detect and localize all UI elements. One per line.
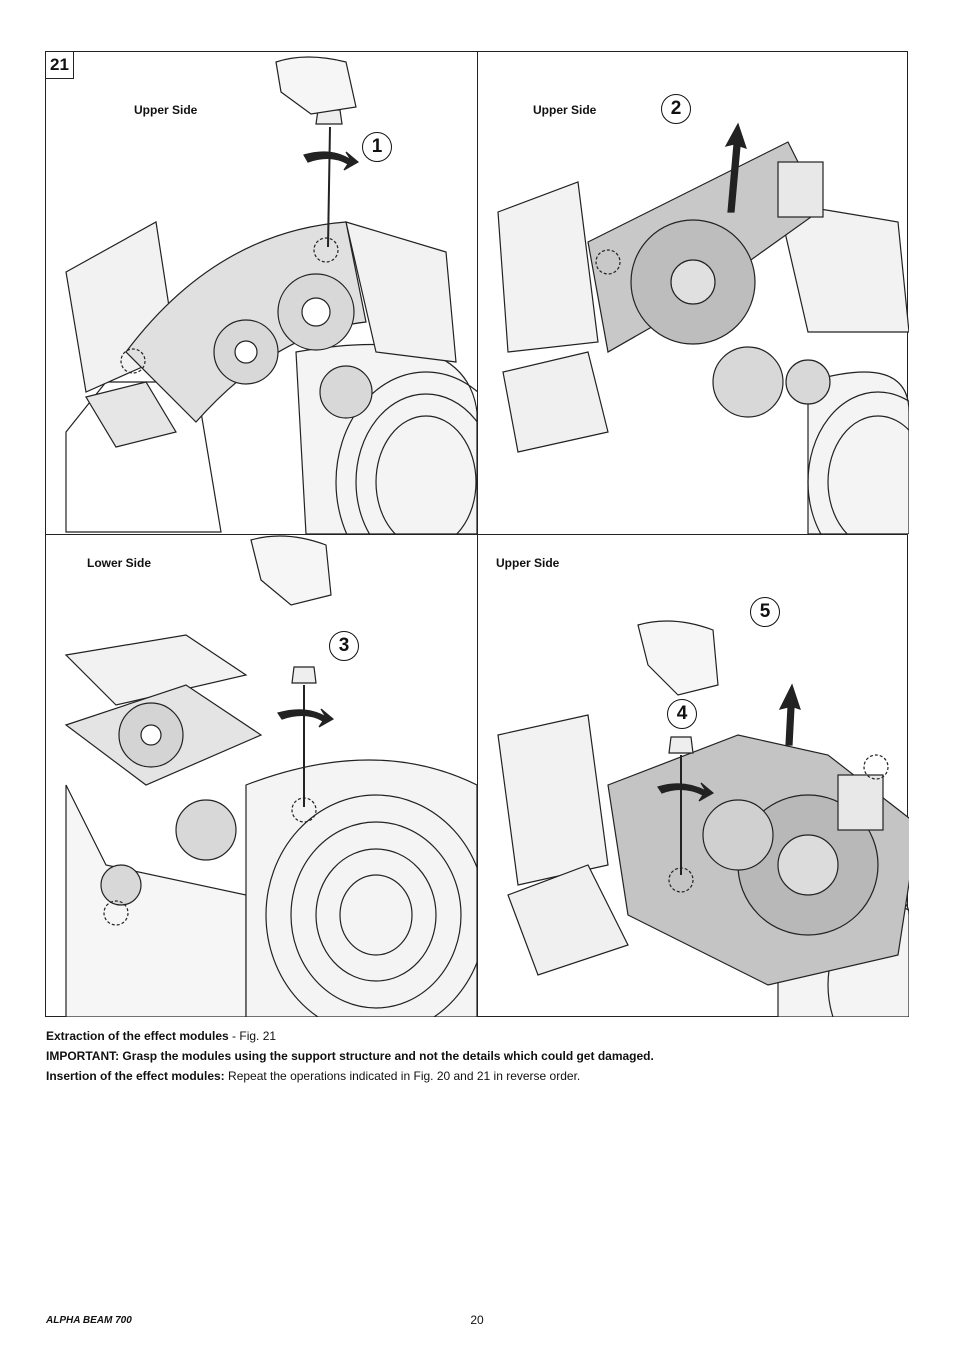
panel-side-label: Upper Side [533, 103, 597, 117]
step-marker: 2 [661, 94, 691, 124]
caption-insertion-title: Insertion of the effect modules: [46, 1069, 225, 1083]
caption-important: IMPORTANT: Grasp the modules using the s… [46, 1048, 654, 1064]
caption-insertion: Insertion of the effect modules: Repeat … [46, 1068, 580, 1084]
fixture-illustration [65, 56, 477, 534]
panel-step-3: Lower Side 3 [46, 535, 477, 1017]
caption-extraction: Extraction of the effect modules - Fig. … [46, 1028, 276, 1044]
caption-important-text: IMPORTANT: Grasp the modules using the s… [46, 1049, 654, 1063]
panel-divider-horizontal [46, 534, 907, 535]
step-marker: 5 [750, 597, 780, 627]
panel-side-label: Upper Side [496, 556, 560, 570]
figure-21: 21 Upper Side 1 [45, 51, 909, 1017]
step-marker: 3 [329, 631, 359, 661]
caption-extraction-title: Extraction of the effect modules [46, 1029, 229, 1043]
page-number: 20 [470, 1313, 484, 1327]
caption-insertion-text: Repeat the operations indicated in Fig. … [224, 1069, 581, 1083]
panel-step-4-5: Upper Side 4 5 [478, 535, 909, 1017]
panel-side-label: Lower Side [87, 556, 152, 570]
caption-extraction-ref: - Fig. 21 [228, 1029, 277, 1043]
step-marker: 1 [362, 132, 392, 162]
footer-product-name: ALPHA BEAM 700 [46, 1315, 132, 1326]
figure-number: 21 [46, 52, 74, 79]
panel-step-2: Upper Side 2 [478, 52, 909, 534]
panel-side-label: Upper Side [134, 103, 198, 117]
fixture-illustration [497, 620, 909, 1017]
fixture-illustration [497, 122, 909, 534]
panel-step-1: Upper Side 1 [46, 52, 477, 534]
fixture-illustration [64, 535, 477, 1017]
step-marker: 4 [667, 699, 697, 729]
